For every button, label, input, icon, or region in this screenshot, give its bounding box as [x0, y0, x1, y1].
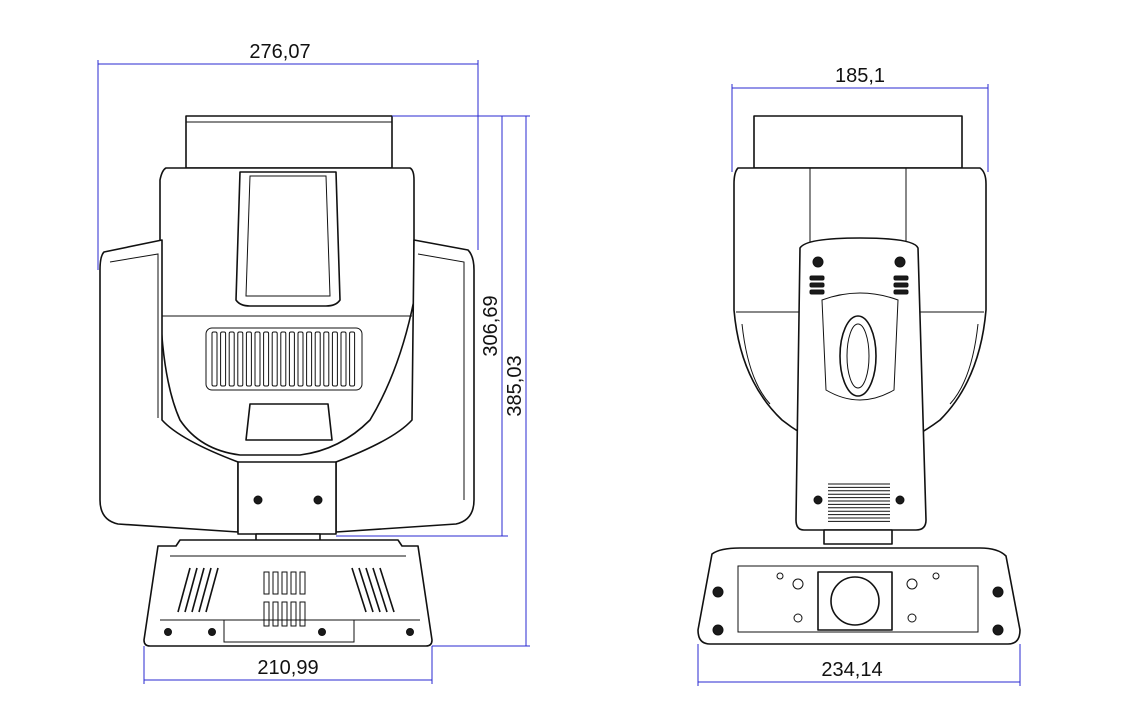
grille-slat [306, 331, 313, 387]
side-yoke-fins [809, 275, 909, 522]
base-vent-slot [351, 567, 367, 613]
base-vent-slot [281, 571, 288, 595]
base-vent-slot [272, 571, 279, 595]
dim-side-width-top: 185,1 [835, 65, 885, 87]
front-grille [205, 327, 363, 391]
base-vent-slot [198, 567, 212, 613]
front-view [99, 115, 475, 647]
grille-slat [263, 331, 270, 387]
base-vent-slot [191, 567, 205, 613]
yoke-grip [893, 289, 909, 295]
base-vent-slot [379, 567, 395, 613]
yoke-grip [809, 275, 825, 281]
dim-front-base-width: 210,99 [257, 657, 318, 679]
base-vent-slot [177, 567, 191, 613]
grille-slat [220, 331, 227, 387]
base-vent-slot [205, 567, 219, 613]
grille-slat [237, 331, 244, 387]
base-vent-slot [290, 601, 297, 627]
grille-slat [245, 331, 252, 387]
base-vent-slot [263, 601, 270, 627]
dim-front-height-inner: 306,69 [480, 295, 502, 356]
dim-side-base-width: 234,14 [821, 659, 882, 681]
base-vent-slot [299, 571, 306, 595]
side-view [697, 115, 1021, 645]
base-vent-slot [365, 567, 381, 613]
grille-slat [297, 331, 304, 387]
grille-slat [340, 331, 347, 387]
grille-slat [349, 331, 356, 387]
grille-slat [280, 331, 287, 387]
base-vent-slot [372, 567, 388, 613]
grille-slat [211, 331, 218, 387]
front-base-vents [177, 567, 395, 627]
base-vent-slot [281, 601, 288, 627]
grille-slat [254, 331, 261, 387]
base-vent-slot [184, 567, 198, 613]
grille-slat [331, 331, 338, 387]
base-vent-slot [263, 571, 270, 595]
grille-slat [323, 331, 330, 387]
yoke-grip [809, 289, 825, 295]
yoke-grip [893, 282, 909, 288]
yoke-grip [893, 275, 909, 281]
base-vent-slot [358, 567, 374, 613]
dim-front-width-top: 276,07 [249, 41, 310, 63]
dim-front-height-outer: 385,03 [504, 355, 526, 416]
yoke-grip [809, 282, 825, 288]
grille-slat [314, 331, 321, 387]
base-vent-slot [272, 601, 279, 627]
base-vent-slot [299, 601, 306, 627]
grille-slat [271, 331, 278, 387]
grille-slat [288, 331, 295, 387]
grille-slat [228, 331, 235, 387]
base-vent-slot [290, 571, 297, 595]
dimension-lines [97, 60, 1021, 686]
